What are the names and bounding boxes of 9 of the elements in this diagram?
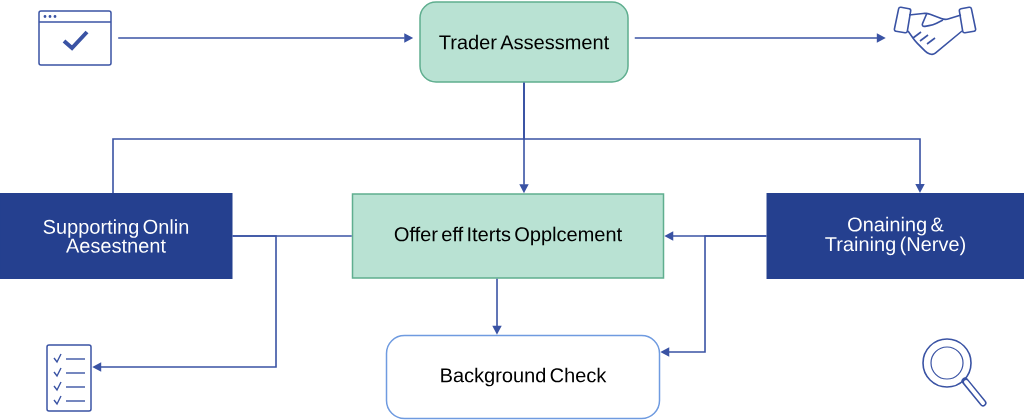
process-box: Onaining & Training (Nerve) bbox=[766, 193, 1024, 279]
process-box: Offer eff Iterts Opplcement bbox=[351, 193, 665, 279]
process-box: Background Check bbox=[385, 334, 661, 420]
browser-check-icon bbox=[38, 10, 112, 66]
handshake-icon bbox=[893, 6, 977, 56]
magnifier-icon bbox=[922, 338, 987, 407]
process-box: Supporting Onlin Aesestnent bbox=[0, 193, 233, 279]
checklist-icon bbox=[46, 344, 92, 412]
process-box: Trader Assessment bbox=[419, 1, 629, 83]
